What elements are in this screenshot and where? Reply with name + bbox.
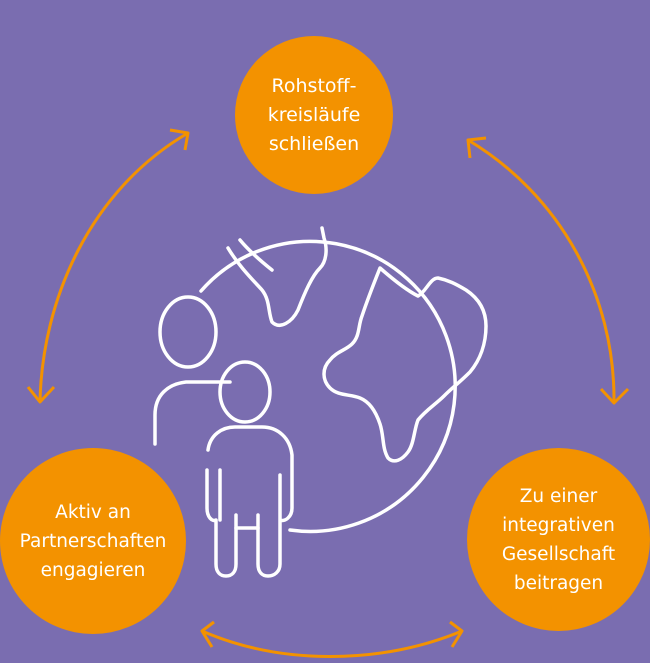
people-icon <box>153 295 294 578</box>
node-right-line-3: Gesellschaft <box>501 543 616 565</box>
node-right-line-2: integrativen <box>502 514 615 536</box>
node-right-line-1: Zu einer <box>519 485 598 507</box>
arrow-bottom <box>201 629 463 658</box>
node-partnerschaften: Aktiv an Partnerschaften engagieren <box>0 448 186 634</box>
node-left-line-3: engagieren <box>40 559 146 581</box>
node-left-line-2: Partnerschaften <box>19 530 167 552</box>
arrow-left-top <box>38 131 189 403</box>
globe-icon <box>199 226 488 534</box>
node-top-line-2: kreisläufe <box>267 103 361 126</box>
node-right-line-4: beitragen <box>513 572 604 594</box>
arrow-top-right <box>467 138 616 403</box>
node-top-line-1: Rohstoff- <box>271 74 357 97</box>
node-left-line-1: Aktiv an <box>55 501 131 523</box>
node-gesellschaft: Zu einer integrativen Gesellschaft beitr… <box>467 448 650 631</box>
node-top-line-3: schließen <box>268 132 360 155</box>
node-rohstoffkreislaeufe: Rohstoff- kreisläufe schließen <box>235 36 393 194</box>
